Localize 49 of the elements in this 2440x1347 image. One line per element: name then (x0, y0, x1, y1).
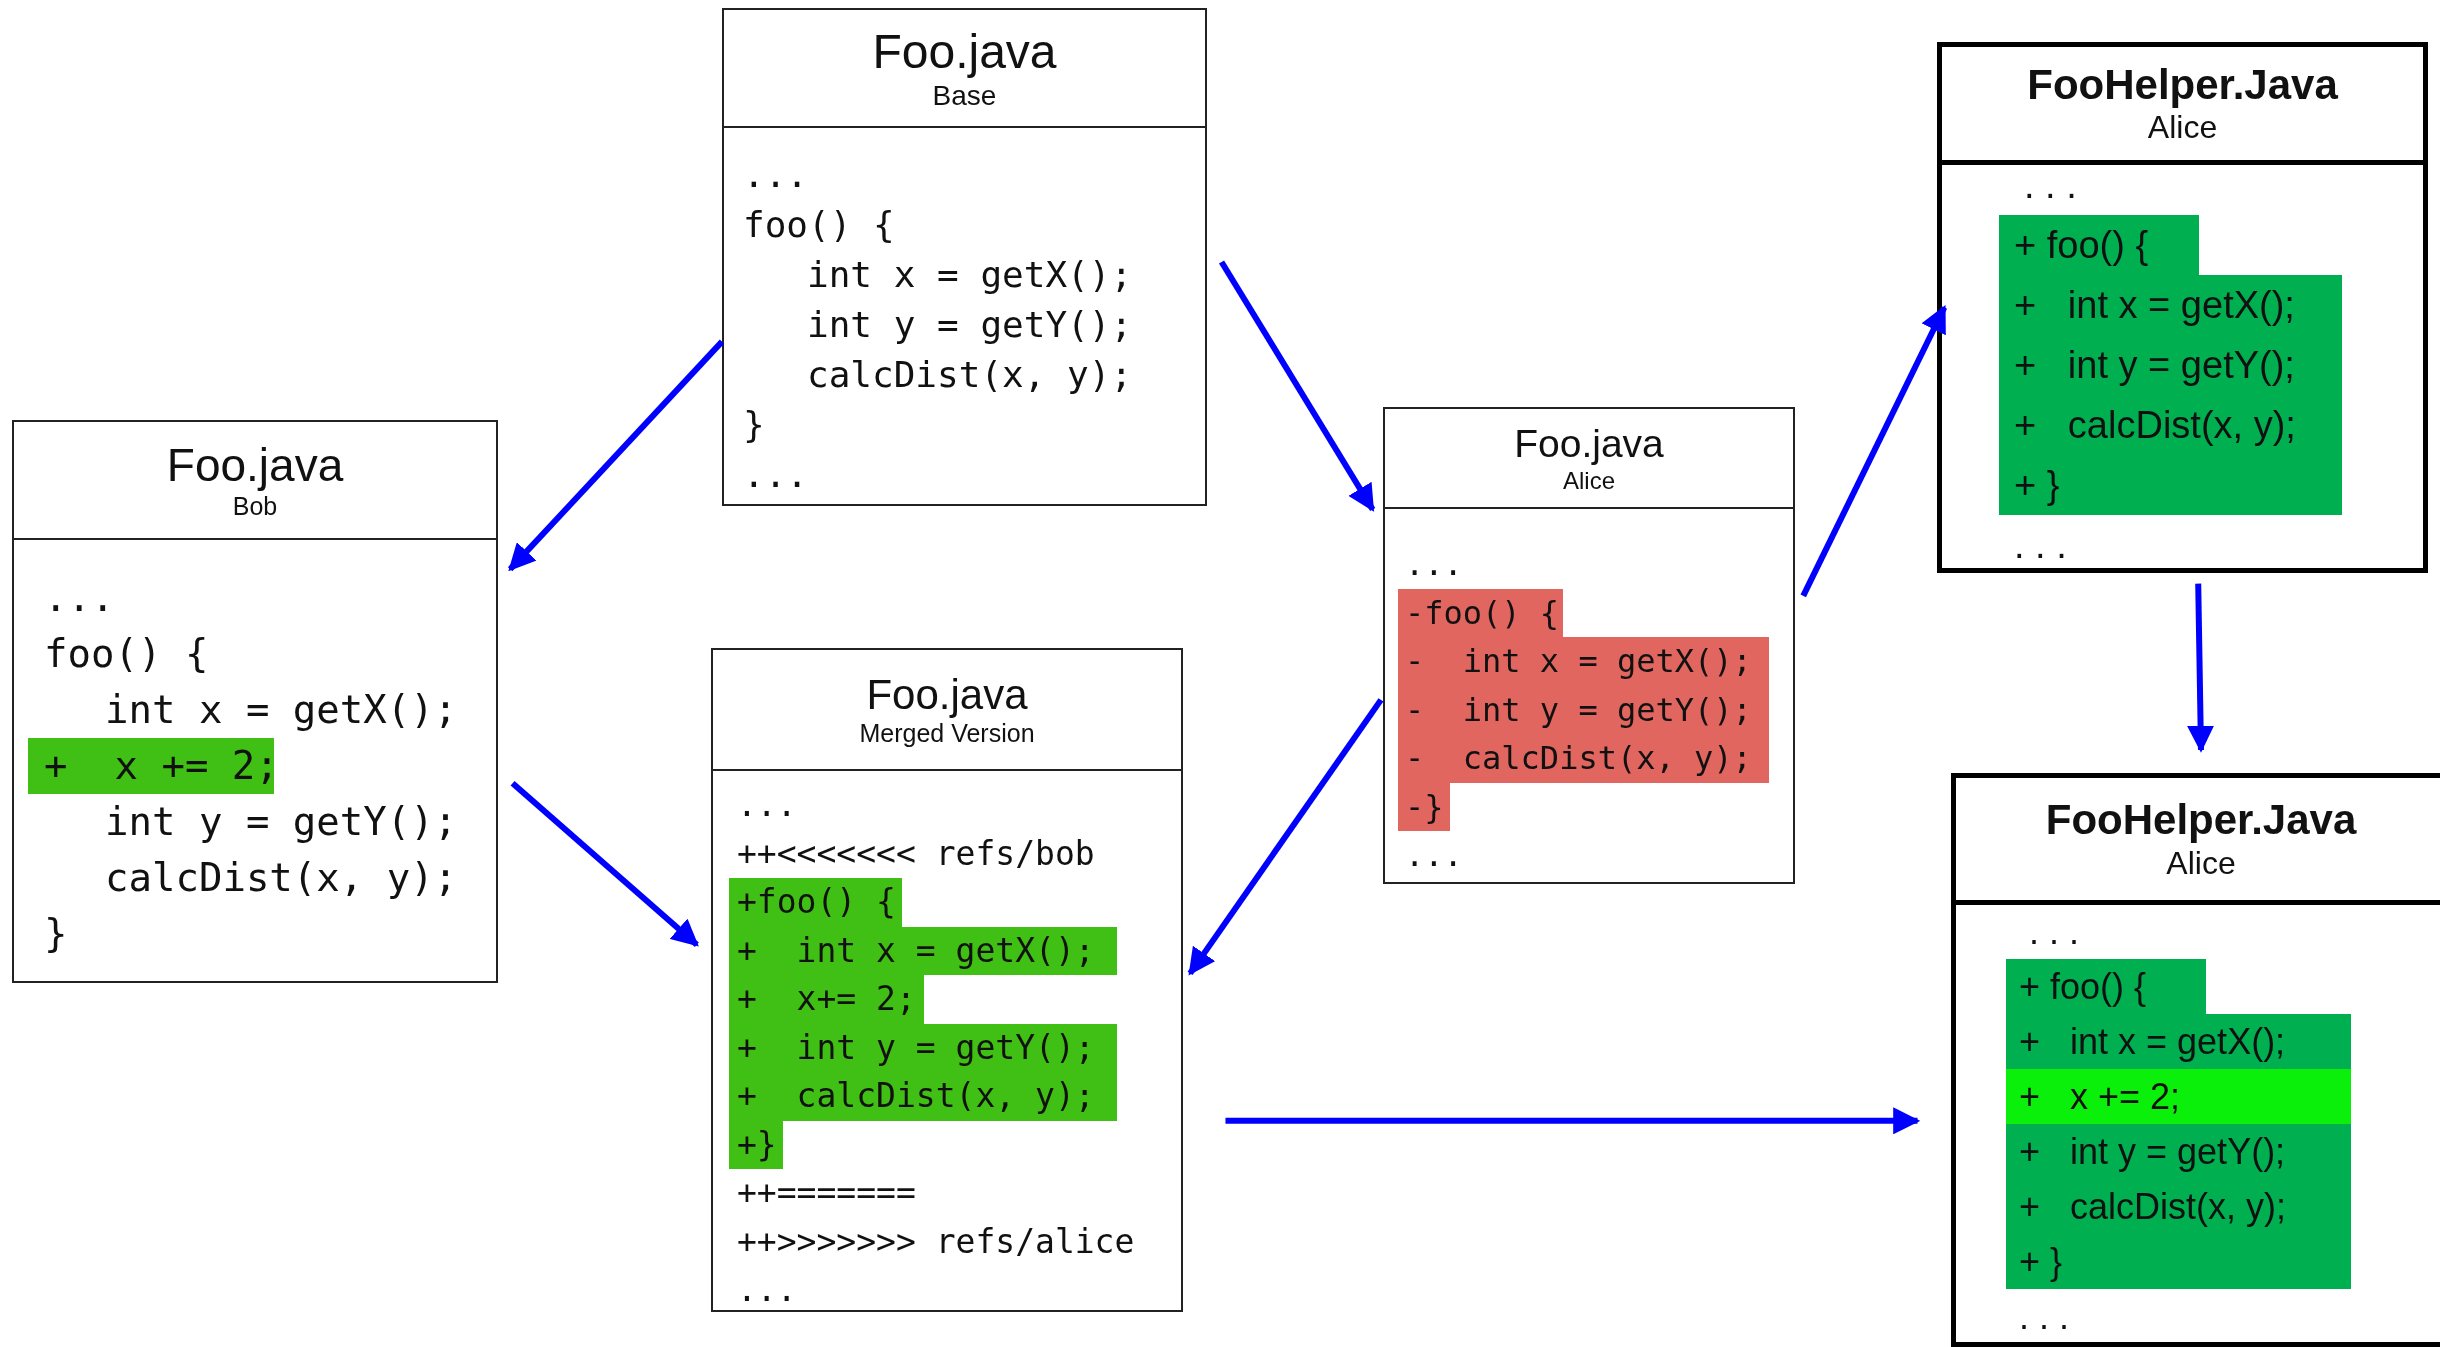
arrow (1800, 305, 1948, 598)
code-line: . . . (2029, 910, 2079, 954)
file-name: FooHelper.Java (2027, 60, 2338, 110)
arrow (507, 339, 725, 572)
code-line: ++<<<<<<< refs/bob (737, 832, 1095, 875)
version-label: Alice (1563, 466, 1615, 495)
code-line: foo() { (44, 630, 209, 678)
code-line: calcDist(x, y); (105, 854, 458, 902)
code-line: int x = getX(); (807, 253, 1133, 297)
version-label: Base (932, 79, 997, 112)
file-name: Foo.java (166, 439, 344, 493)
code-line: . . . (2014, 523, 2067, 568)
file-card (711, 648, 1183, 1312)
code-line: ... (44, 574, 115, 622)
code-line: ... (737, 784, 797, 826)
file-name: FooHelper.Java (2045, 796, 2357, 845)
code-line: int y = getY(); (807, 303, 1133, 347)
code-line: int x = getX(); (105, 686, 458, 734)
version-label: Merged Version (859, 719, 1035, 748)
file-name: Foo.java (1514, 421, 1664, 467)
file-card (1951, 773, 2440, 1347)
code-line: . . . (2024, 163, 2077, 208)
code-line: ++======= (737, 1172, 916, 1214)
arrow (1187, 698, 1384, 976)
code-line: ... (1405, 835, 1463, 876)
code-line: ... (737, 1269, 797, 1311)
code-line: ... (743, 153, 809, 197)
file-card (12, 420, 498, 983)
code-line: . . . (2019, 1295, 2069, 1339)
arrow (1225, 1107, 1921, 1135)
file-name: Foo.java (866, 670, 1028, 720)
code-line: calcDist(x, y); (807, 353, 1133, 397)
arrow (510, 780, 699, 948)
version-label: Alice (2166, 844, 2236, 882)
code-line: ++>>>>>>> refs/alice (737, 1220, 1135, 1263)
version-label: Alice (2147, 109, 2218, 147)
file-card (722, 8, 1207, 506)
file-name: Foo.java (872, 24, 1057, 80)
arrow (1219, 260, 1376, 512)
code-line: } (44, 910, 68, 958)
file-card (1383, 407, 1795, 884)
code-line: foo() { (743, 203, 895, 247)
code-line: ... (743, 453, 809, 497)
version-label: Bob (232, 492, 278, 521)
code-line: ... (1405, 544, 1463, 585)
arrow (2187, 583, 2215, 753)
code-line: int y = getY(); (105, 798, 458, 846)
code-line: } (743, 403, 765, 447)
file-card (1937, 42, 2428, 573)
